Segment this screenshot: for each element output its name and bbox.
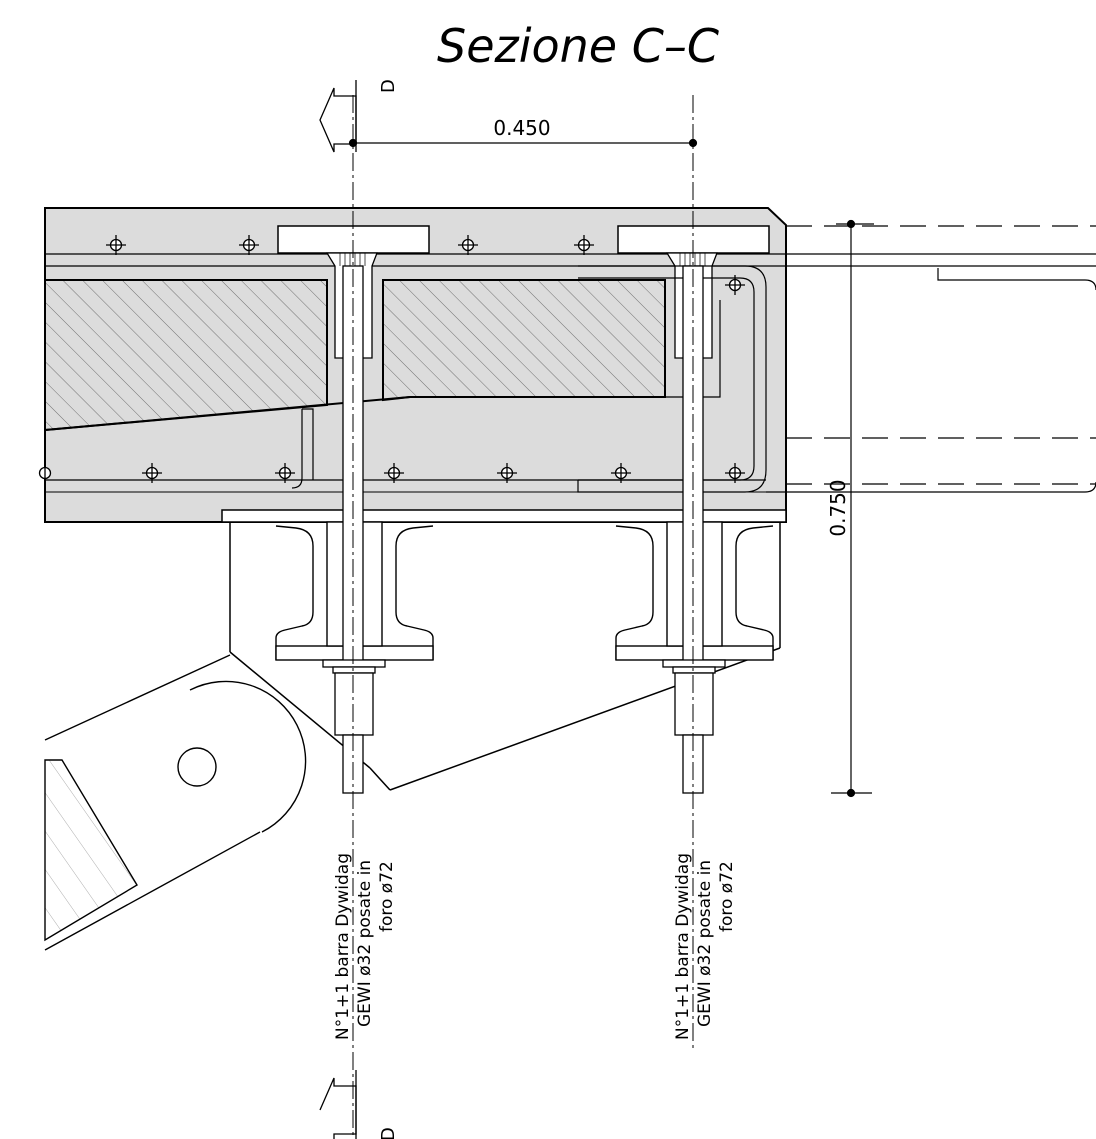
dimension-vertical [831, 219, 874, 798]
rebar-dot [611, 463, 631, 483]
bar-note-line1: N°1+1 barra Dywidag [333, 853, 353, 1040]
pin-icon [177, 747, 217, 787]
rebar-dot [275, 463, 295, 483]
rebar-dot [725, 463, 745, 483]
bar-note-left: N°1+1 barra Dywidag GEWI ø32 posate in f… [333, 853, 397, 1040]
rebar-dots [38, 235, 745, 483]
rebar-dot [384, 463, 404, 483]
dimension-horizontal-label: 0.450 [493, 116, 550, 140]
bar-note-line2: GEWI ø32 posate in [695, 860, 715, 1027]
rebar-dot [497, 463, 517, 483]
hatched-block-right [382, 279, 666, 402]
rebar-dot [106, 235, 126, 255]
bar-note-line3: foro ø72 [717, 861, 737, 932]
section-marker-bottom-label: D [378, 1127, 399, 1139]
bar-note-line3: foro ø72 [377, 861, 397, 932]
inclined-strut [44, 654, 307, 951]
rebar-dot [458, 235, 478, 255]
stirrup-bars [291, 265, 767, 493]
dimension-horizontal [348, 138, 698, 148]
rebar-dot [725, 275, 745, 295]
rebar-dot [574, 235, 594, 255]
dimension-vertical-label: 0.750 [826, 479, 850, 536]
bar-note-right: N°1+1 barra Dywidag GEWI ø32 posate in f… [673, 853, 737, 1040]
rebar-dot [239, 235, 259, 255]
section-arrow-top [319, 80, 357, 153]
bar-note-line2: GEWI ø32 posate in [355, 860, 375, 1027]
section-marker-top-label: D [378, 79, 399, 93]
bar-note-line1: N°1+1 barra Dywidag [673, 853, 693, 1040]
rebar-dot [142, 463, 162, 483]
rebar-dot [38, 463, 52, 483]
drawing-title: Sezione C–C [437, 19, 719, 73]
axis-lines [352, 95, 694, 1139]
section-arrow-bottom [319, 1070, 357, 1139]
